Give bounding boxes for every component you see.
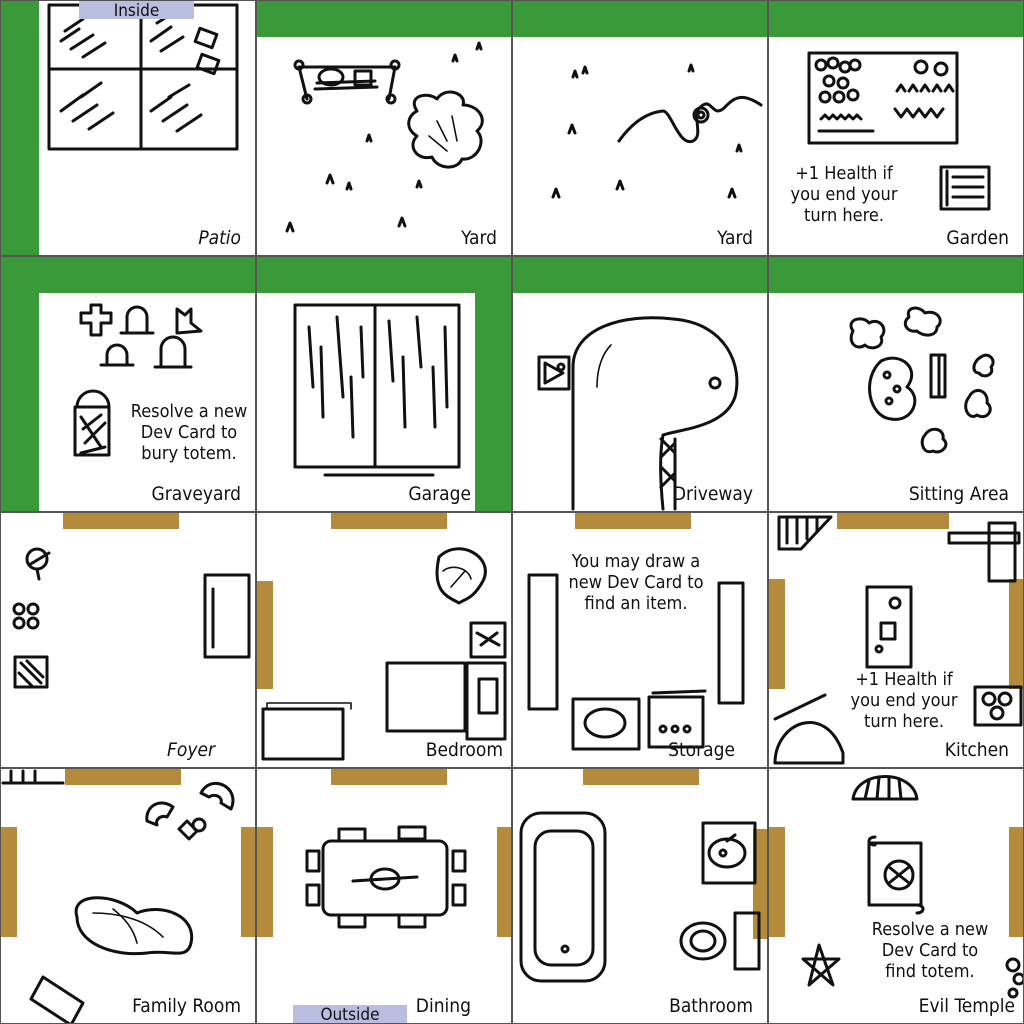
tile-ability: +1 Health if you end your turn here. <box>850 669 958 732</box>
tile-garden[interactable]: +1 Health if you end your turn here. Gar… <box>768 0 1024 256</box>
bathroom-art <box>519 769 767 983</box>
tile-name: Bathroom <box>669 995 753 1017</box>
tile-name: Foyer <box>167 739 215 761</box>
tile-driveway[interactable]: Driveway <box>512 256 768 512</box>
tile-bedroom[interactable]: Bedroom <box>256 512 512 768</box>
tile-evil-temple[interactable]: Resolve a new Dev Card to find totem. Ev… <box>768 768 1024 1024</box>
dining-art <box>257 769 511 937</box>
tile-name: Family Room <box>132 995 241 1017</box>
tile-name: Garage <box>408 483 471 505</box>
outside-marker: Outside <box>293 1005 407 1023</box>
tile-yard-1[interactable]: Yard <box>256 0 512 256</box>
tile-patio[interactable]: Inside Patio <box>0 0 256 256</box>
family-room-art <box>1 769 255 1023</box>
yard-art <box>513 1 767 199</box>
tile-graveyard[interactable]: Resolve a new Dev Card to bury totem. Gr… <box>0 256 256 512</box>
tile-kitchen[interactable]: +1 Health if you end your turn here. Kit… <box>768 512 1024 768</box>
yard-art <box>257 1 511 233</box>
bedroom-art <box>257 513 507 761</box>
tile-name: Garden <box>946 227 1009 249</box>
tile-storage[interactable]: You may draw a new Dev Card to find an i… <box>512 512 768 768</box>
inside-marker: Inside <box>79 1 194 21</box>
tile-ability: +1 Health if you end your turn here. <box>790 163 898 226</box>
tile-name: Patio <box>198 227 241 249</box>
tile-foyer[interactable]: Foyer <box>0 512 256 768</box>
storage-art <box>527 513 745 751</box>
tile-name: Yard <box>717 227 753 249</box>
tile-name: Yard <box>461 227 497 249</box>
tile-name: Driveway <box>672 483 753 505</box>
tile-name: Sitting Area <box>908 483 1009 505</box>
tile-dining[interactable]: Outside Dining <box>256 768 512 1024</box>
evil-temple-art <box>769 775 1023 999</box>
tile-bathroom[interactable]: Bathroom <box>512 768 768 1024</box>
sitting-area-art <box>769 257 1023 454</box>
tile-name: Bedroom <box>425 739 503 761</box>
tile-name: Graveyard <box>151 483 241 505</box>
garden-art <box>769 1 1023 211</box>
garage-art <box>257 257 511 511</box>
tile-name: Kitchen <box>944 739 1009 761</box>
tile-ability: Resolve a new Dev Card to bury totem. <box>130 401 248 464</box>
tile-family-room[interactable]: Family Room <box>0 768 256 1024</box>
foyer-art <box>12 513 251 689</box>
tile-sitting-area[interactable]: Sitting Area <box>768 256 1024 512</box>
kitchen-art <box>769 513 1023 765</box>
tile-garage[interactable]: Garage <box>256 256 512 512</box>
tile-name: Storage <box>668 739 735 761</box>
tile-name: Dining <box>415 995 471 1017</box>
tile-yard-2[interactable]: Yard <box>512 0 768 256</box>
graveyard-art <box>1 257 255 511</box>
driveway-art <box>513 257 767 511</box>
tile-ability: Resolve a new Dev Card to find totem. <box>871 919 989 982</box>
tile-ability: You may draw a new Dev Card to find an i… <box>568 551 704 614</box>
tile-name: Evil Temple <box>918 995 1015 1017</box>
patio-art <box>1 1 239 255</box>
